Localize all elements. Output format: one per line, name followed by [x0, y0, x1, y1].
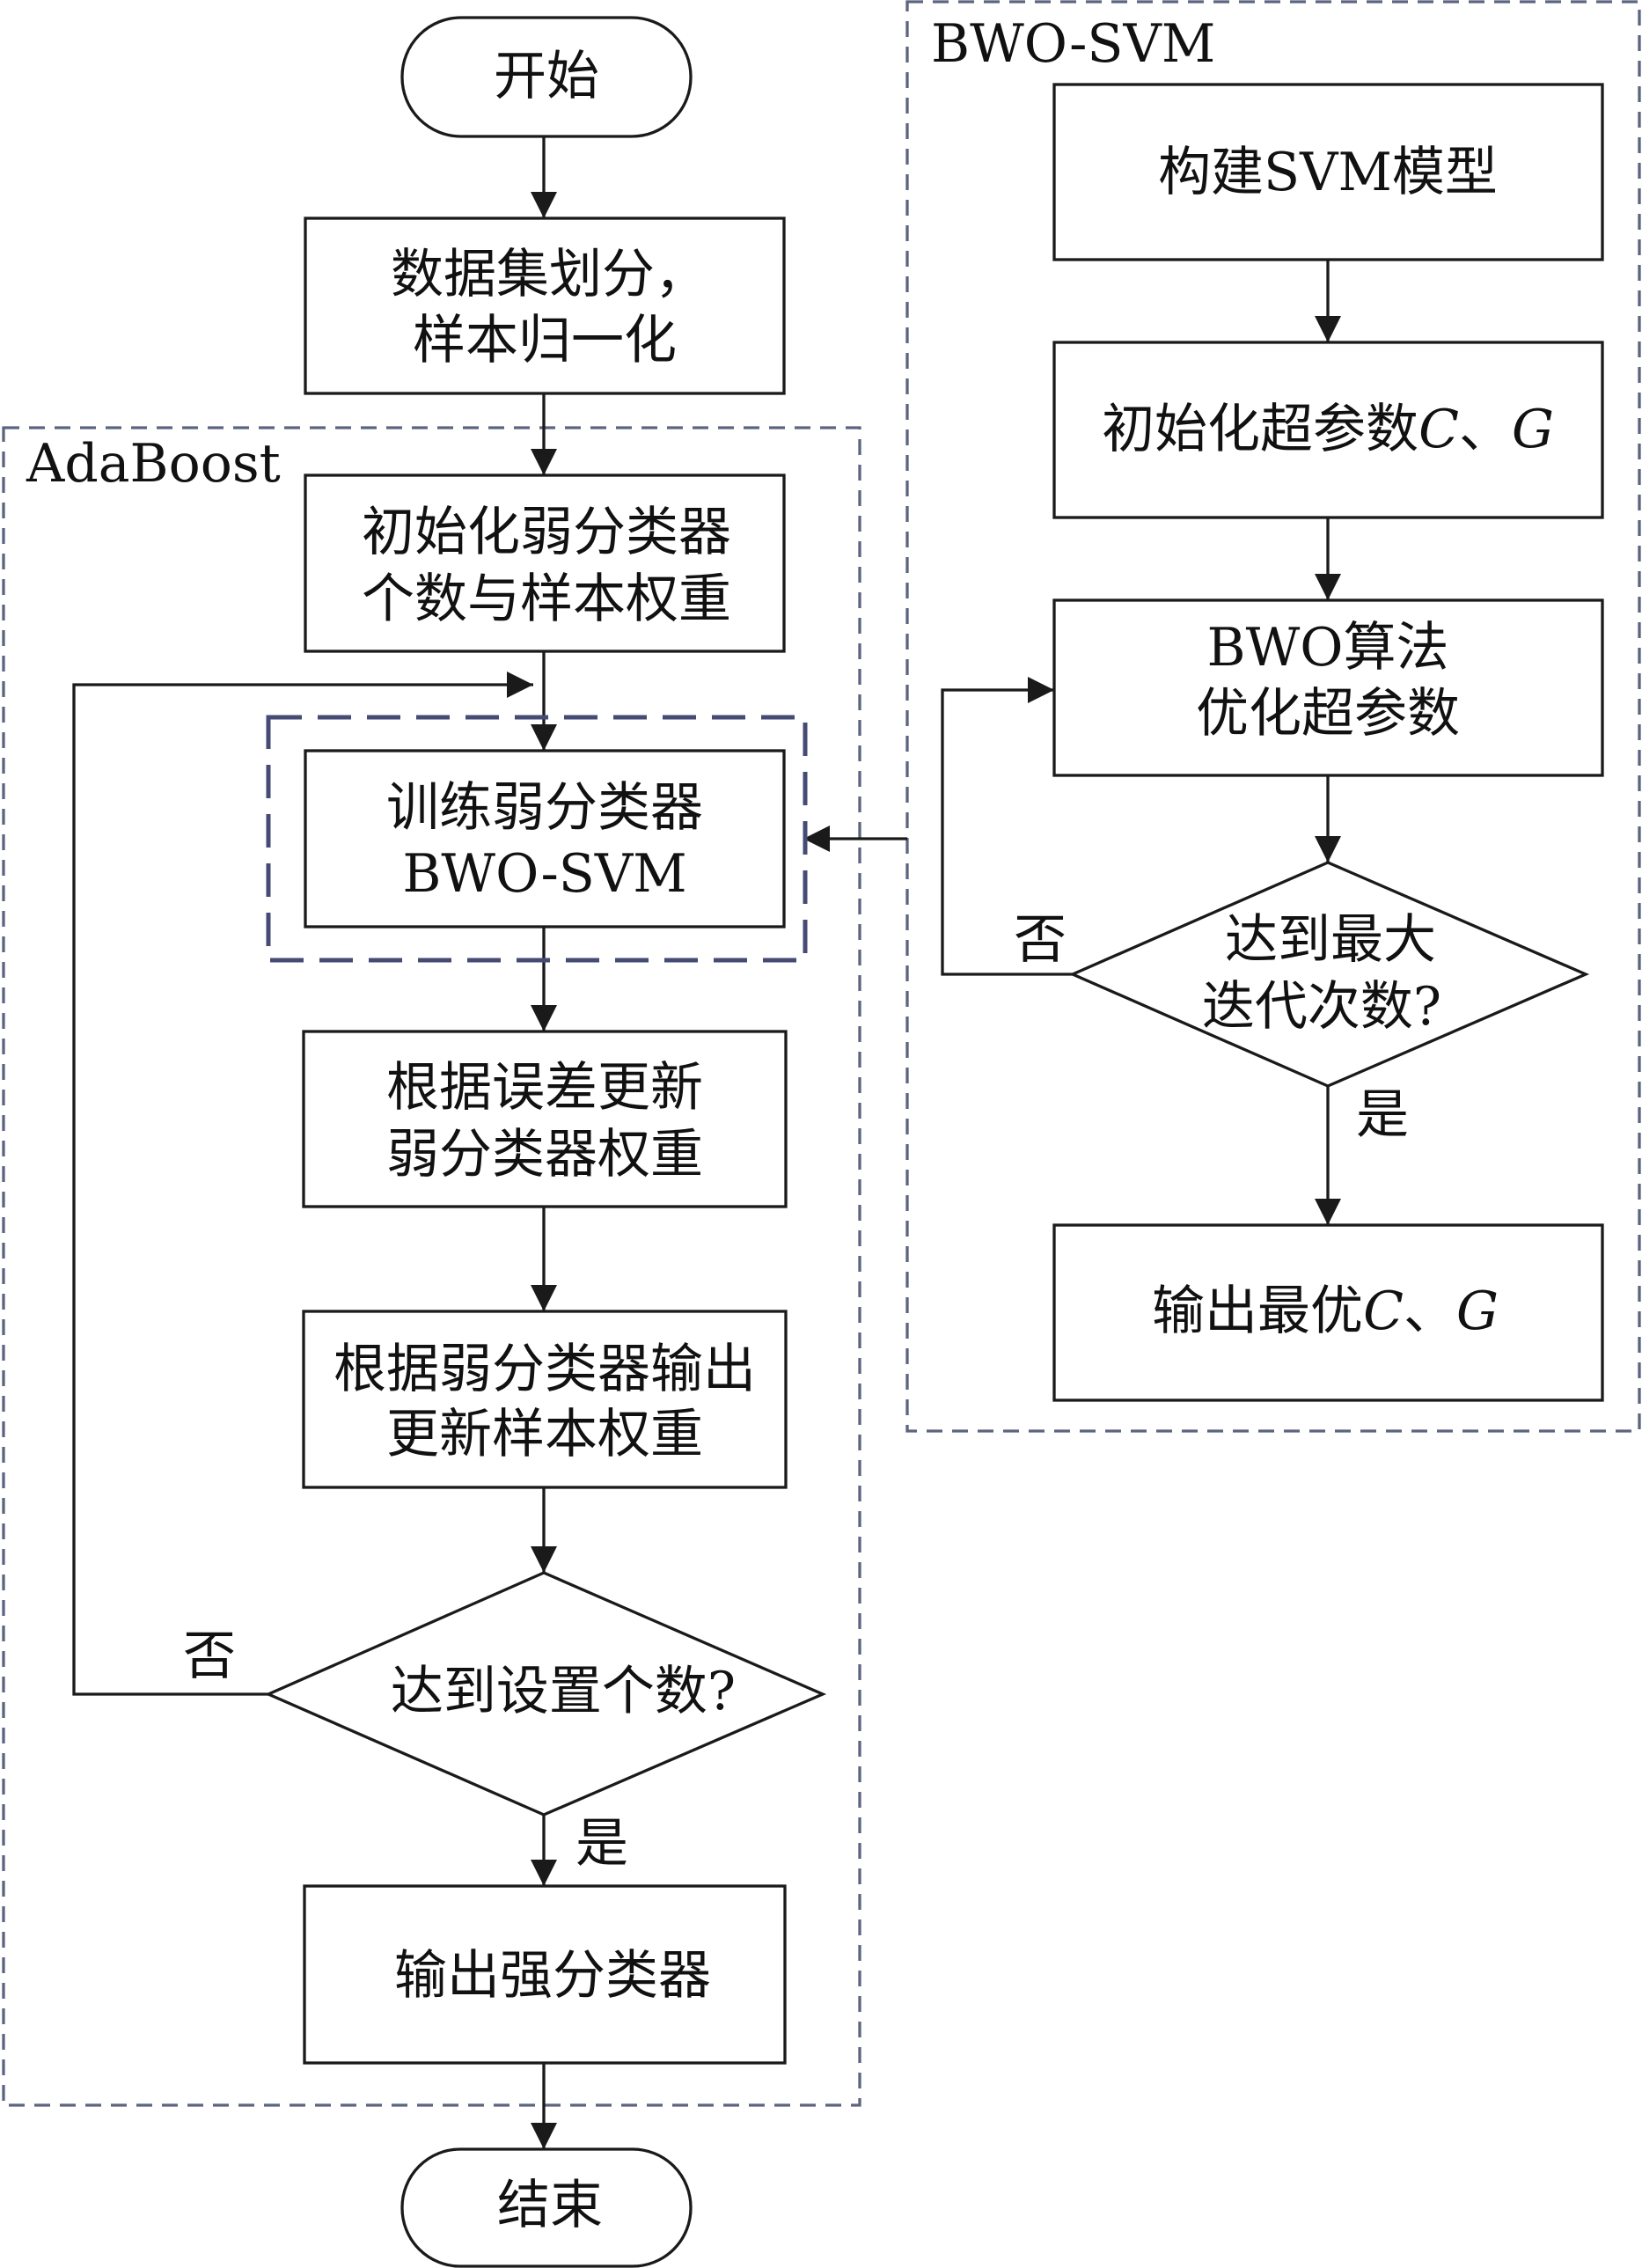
adaboost-group-label: AdaBoost — [26, 433, 281, 495]
update-sample-label-line2: 更新样本权重 — [386, 1404, 703, 1465]
init-label-line2: 个数与样本权重 — [362, 569, 731, 630]
optimize-label-line1: BWO算法 — [1207, 617, 1449, 679]
count-decision-label: 达到设置个数? — [391, 1661, 736, 1722]
init-param-prefix: 初始化超参数 — [1102, 399, 1418, 460]
best-output-label: 输出最优C、G — [1152, 1281, 1499, 1342]
best-param-separator: 、 — [1404, 1281, 1456, 1342]
init-label-line1: 初始化弱分类器 — [362, 502, 731, 563]
update-weight-label-line1: 根据误差更新 — [386, 1057, 703, 1119]
output-strong-label: 输出强分类器 — [394, 1945, 711, 2007]
end-node — [400, 2147, 693, 2268]
count-decision-yes-label: 是 — [575, 1813, 628, 1875]
start-label: 开始 — [494, 46, 599, 107]
count-decision-node — [264, 1571, 827, 1817]
param-separator: 、 — [1459, 399, 1512, 460]
split-node — [304, 217, 786, 395]
count-decision-no-label: 否 — [183, 1626, 236, 1687]
best-output-prefix: 输出最优 — [1152, 1281, 1363, 1342]
best-param-c: C — [1363, 1281, 1404, 1342]
build-svm-label: 构建SVM模型 — [1158, 142, 1498, 203]
best-output-node — [1052, 1223, 1604, 1402]
train-label-line2: BWO-SVM — [402, 843, 686, 905]
iteration-decision-no-label: 否 — [1014, 909, 1067, 971]
optimize-label-line2: 优化超参数 — [1196, 683, 1460, 745]
loop-bwo-no-back-to-optimize — [941, 677, 1073, 976]
loop-decision-no-back-to-train — [72, 672, 533, 1696]
init-param-label: 初始化超参数C、G — [1102, 399, 1554, 460]
end-label: 结束 — [497, 2175, 603, 2236]
param-c: C — [1418, 399, 1459, 460]
best-param-g: G — [1456, 1281, 1499, 1342]
init-node — [304, 473, 786, 653]
split-label-line1: 数据集划分， — [391, 244, 707, 305]
optimize-node — [1052, 598, 1604, 777]
train-node — [304, 749, 786, 928]
update-sample-node — [302, 1310, 788, 1489]
bwo-svm-group-border — [905, 0, 1641, 1433]
train-label-line1: 训练弱分类器 — [386, 777, 703, 839]
init-param-node — [1052, 341, 1604, 519]
param-g: G — [1512, 399, 1554, 460]
iteration-decision-label-line2: 迭代次数? — [1202, 976, 1441, 1038]
adaboost-group-border — [2, 426, 861, 2107]
update-weight-node — [302, 1030, 788, 1208]
update-sample-label-line1: 根据弱分类器输出 — [334, 1339, 756, 1400]
train-highlight-border — [266, 715, 808, 963]
iteration-decision-yes-label: 是 — [1356, 1084, 1409, 1146]
output-strong-node — [303, 1884, 787, 2065]
build-svm-node — [1052, 83, 1604, 261]
iteration-decision-label-line1: 达到最大 — [1225, 909, 1436, 971]
split-label-line2: 样本归一化 — [413, 310, 677, 371]
update-weight-label-line2: 弱分类器权重 — [386, 1124, 703, 1185]
iteration-decision-node — [1068, 861, 1590, 1088]
start-node — [400, 16, 693, 138]
bwo-svm-group-label: BWO-SVM — [931, 13, 1215, 75]
